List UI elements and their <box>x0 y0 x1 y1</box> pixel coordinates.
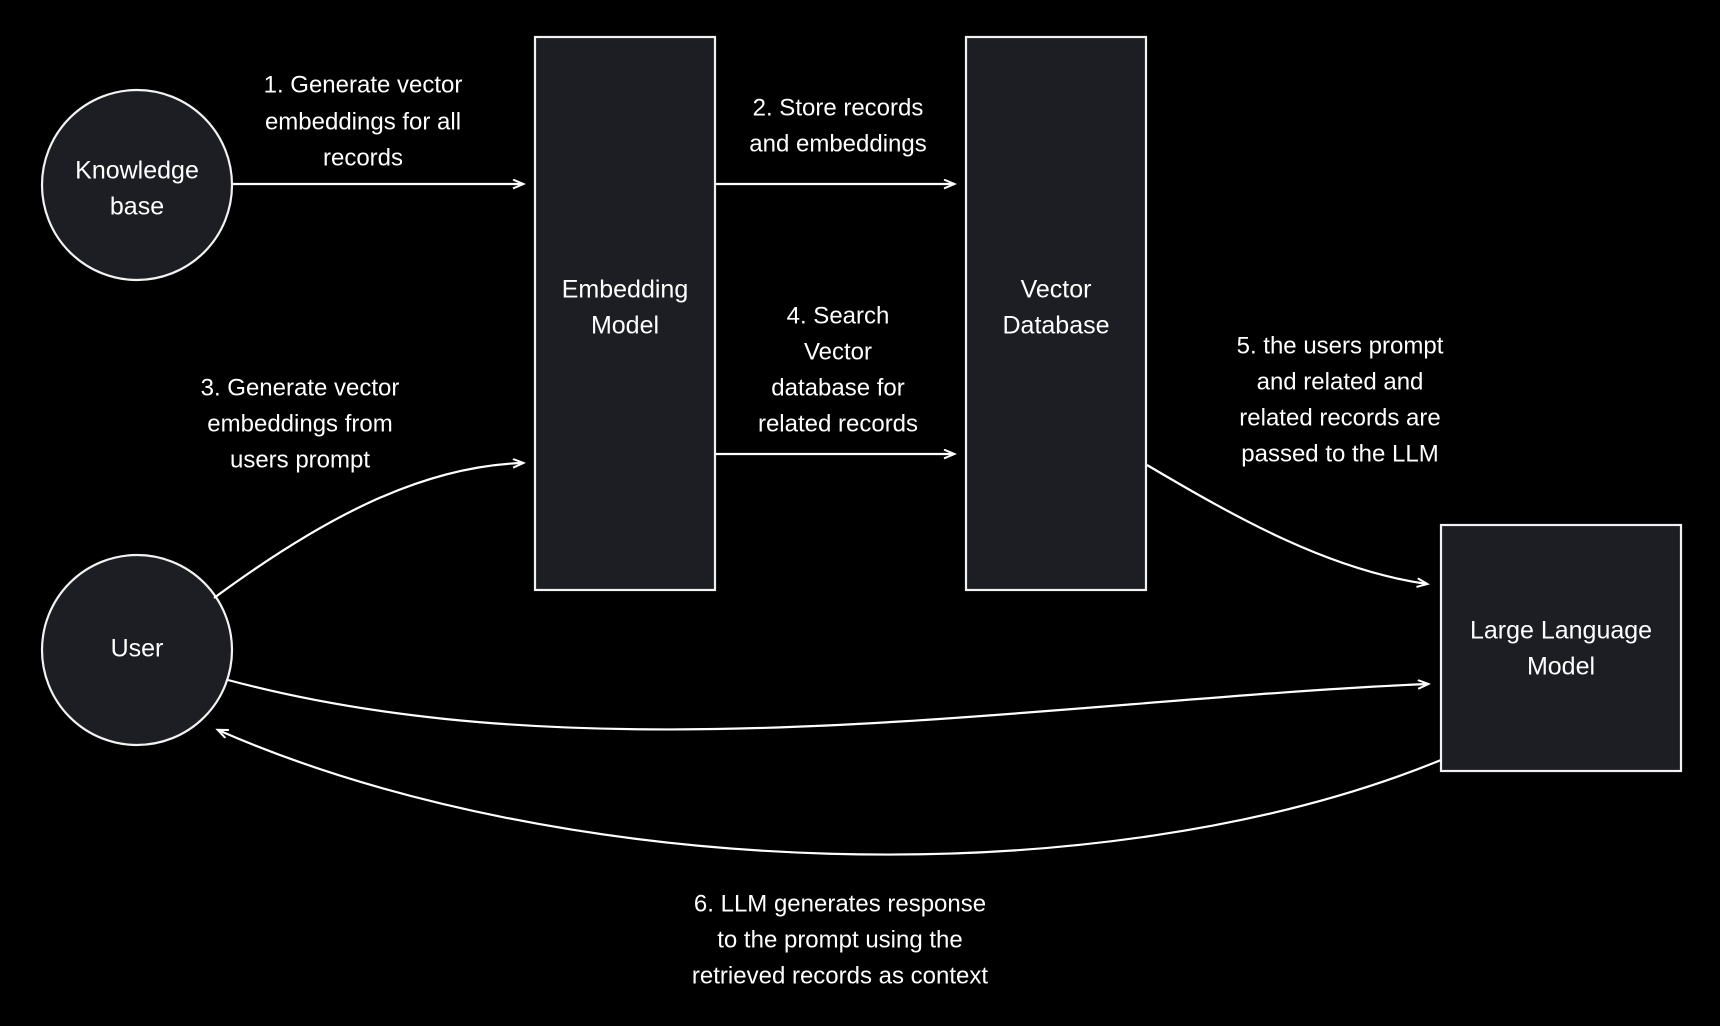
user-circle[interactable] <box>40 553 234 747</box>
edge-1-label-line1: 1. Generate vector <box>264 71 463 98</box>
node-knowledge-base[interactable]: Knowledge base <box>40 88 234 282</box>
edge-5-arrow <box>1146 464 1427 584</box>
edge-4-label-line3: database for <box>771 374 904 401</box>
user-label: User <box>111 635 164 663</box>
edge-4-label-line4: related records <box>758 410 918 437</box>
vector-database-label-line2: Database <box>1002 312 1109 340</box>
node-user[interactable]: User <box>40 553 234 747</box>
edge-3-arrow <box>213 463 523 599</box>
edge-4-label-line1: 4. Search <box>787 302 890 329</box>
embedding-model-box[interactable] <box>533 35 717 592</box>
node-embedding-model[interactable]: Embedding Model <box>533 35 717 592</box>
edge-2-label-line2: and embeddings <box>749 130 926 157</box>
edge-4-label: 4. Search Vector database for related re… <box>758 302 918 437</box>
embedding-model-label-line2: Model <box>591 312 659 340</box>
edge-6-label-line3: retrieved records as context <box>692 962 988 989</box>
edge-2-label: 2. Store records and embeddings <box>749 94 926 157</box>
vector-database-box[interactable] <box>964 35 1148 592</box>
edge-5-label-line4: passed to the LLM <box>1241 440 1438 467</box>
edge-2-label-line1: 2. Store records <box>753 94 924 121</box>
edge-6-label: 6. LLM generates response to the prompt … <box>692 890 988 989</box>
edge-1-label: 1. Generate vector embeddings for all re… <box>264 71 463 171</box>
llm-label-line1: Large Language <box>1470 617 1652 645</box>
edge-3-label: 3. Generate vector embeddings from users… <box>201 374 400 473</box>
edge-3-label-line2: embeddings from <box>207 410 392 437</box>
edge-6-label-line2: to the prompt using the <box>717 926 962 953</box>
llm-label-line2: Model <box>1527 653 1595 681</box>
edge-7-arrow <box>227 678 1428 731</box>
edge-1-label-line2: embeddings for all <box>265 108 461 135</box>
edge-6-label-line1: 6. LLM generates response <box>694 890 986 917</box>
knowledge-base-label-line1: Knowledge <box>75 157 199 185</box>
llm-box[interactable] <box>1439 523 1683 773</box>
knowledge-base-label-line2: base <box>110 193 164 221</box>
edge-5-label-line1: 5. the users prompt <box>1237 332 1444 359</box>
edge-3-label-line1: 3. Generate vector <box>201 374 400 401</box>
node-vector-database[interactable]: Vector Database <box>964 35 1148 592</box>
edge-3-label-line3: users prompt <box>230 446 370 473</box>
edge-4-label-line2: Vector <box>804 338 872 365</box>
edge-6-arrow <box>218 730 1442 856</box>
vector-database-label-line1: Vector <box>1021 276 1092 304</box>
edge-1-label-line3: records <box>323 144 403 171</box>
edge-5-label-line3: related records are <box>1239 404 1440 431</box>
edge-5-label: 5. the users prompt and related and rela… <box>1237 332 1444 467</box>
node-large-language-model[interactable]: Large Language Model <box>1439 523 1683 773</box>
edge-5-label-line2: and related and <box>1257 368 1424 395</box>
embedding-model-label-line1: Embedding <box>562 276 688 304</box>
knowledge-base-circle[interactable] <box>40 88 234 282</box>
